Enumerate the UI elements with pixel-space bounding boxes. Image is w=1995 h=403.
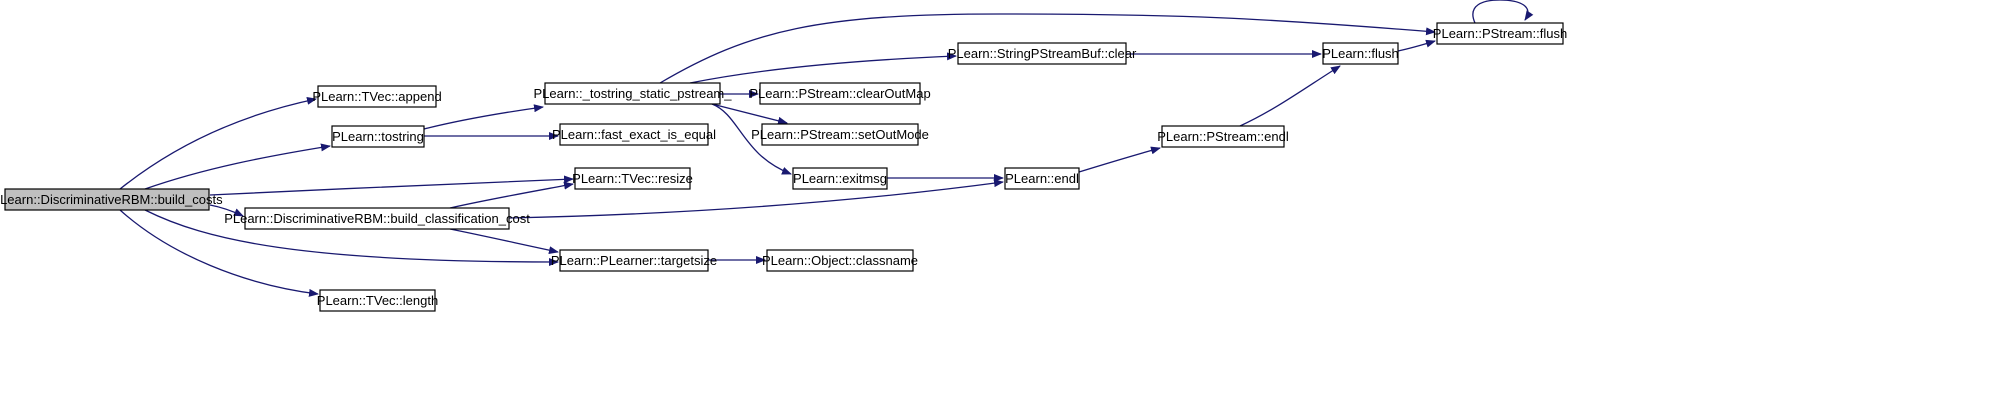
node-label: PLearn::tostring xyxy=(332,129,424,144)
edge-tostring_static_pstream-to-pstream_flush xyxy=(659,13,1436,84)
node-label: PLearn::PStream::flush xyxy=(1433,26,1567,41)
node-box xyxy=(317,85,437,108)
node-pstream_endl[interactable]: PLearn::PStream::endl xyxy=(1157,125,1289,148)
node-box xyxy=(559,123,709,146)
node-label: PLearn::PStream::endl xyxy=(1157,129,1289,144)
node-pstream_flush[interactable]: PLearn::PStream::flush xyxy=(1433,22,1567,45)
edge-endl-to-pstream_endl xyxy=(1078,146,1161,173)
node-label: PLearn::DiscriminativeRBM::build_costs xyxy=(0,192,223,207)
node-box xyxy=(544,82,721,105)
node-sps_clear[interactable]: PLearn::StringPStreamBuf::clear xyxy=(948,42,1137,65)
node-box xyxy=(761,123,919,146)
node-label: PLearn::DiscriminativeRBM::build_classif… xyxy=(224,211,530,226)
node-label: PLearn::PLearner::targetsize xyxy=(551,253,717,268)
node-flush[interactable]: PLearn::flush xyxy=(1322,42,1399,65)
node-label: PLearn::Object::classname xyxy=(762,253,918,268)
node-label: PLearn::fast_exact_is_equal xyxy=(552,127,716,142)
node-box xyxy=(957,42,1127,65)
node-box xyxy=(244,207,510,230)
node-box xyxy=(4,188,210,211)
edge-build_costs-to-length xyxy=(119,209,319,297)
node-append[interactable]: PLearn::TVec::append xyxy=(312,85,442,108)
edge-pstream_flush-to-pstream_flush xyxy=(1472,0,1534,24)
node-label: PLearn::StringPStreamBuf::clear xyxy=(948,46,1137,61)
node-tostring[interactable]: PLearn::tostring xyxy=(331,125,425,148)
node-label: PLearn::PStream::setOutMode xyxy=(751,127,929,142)
edge-build_costs-to-targetsize xyxy=(144,209,559,266)
edge-build_costs-to-tostring xyxy=(144,143,331,190)
node-build_classification_cost[interactable]: PLearn::DiscriminativeRBM::build_classif… xyxy=(224,207,530,230)
edge-tostring_static_pstream-to-setOutMode xyxy=(711,103,788,125)
node-label: PLearn::PStream::clearOutMap xyxy=(749,86,930,101)
edge-build_classification_cost-to-endl xyxy=(508,179,1004,219)
node-classname[interactable]: PLearn::Object::classname xyxy=(762,249,918,272)
edge-build_costs-to-append xyxy=(119,96,317,190)
edge-build_costs-to-build_classification_cost xyxy=(209,204,244,217)
edge-pstream_endl-to-flush xyxy=(1239,65,1341,127)
nodes-layer: PLearn::DiscriminativeRBM::build_costsPL… xyxy=(0,22,1567,312)
node-exitmsg[interactable]: PLearn::exitmsg xyxy=(792,167,888,190)
node-resize[interactable]: PLearn::TVec::resize xyxy=(572,167,693,190)
node-fast_exact_is_equal[interactable]: PLearn::fast_exact_is_equal xyxy=(552,123,716,146)
node-box xyxy=(759,82,921,105)
node-endl[interactable]: PLearn::endl xyxy=(1004,167,1080,190)
node-box xyxy=(1004,167,1080,190)
node-box xyxy=(1436,22,1564,45)
node-label: PLearn::_tostring_static_pstream_ xyxy=(534,86,733,101)
edge-flush-to-pstream_flush xyxy=(1397,39,1436,52)
node-box xyxy=(574,167,691,190)
node-label: PLearn::TVec::length xyxy=(317,293,438,308)
edge-build_costs-to-resize xyxy=(209,175,574,196)
node-tostring_static_pstream[interactable]: PLearn::_tostring_static_pstream_ xyxy=(534,82,733,105)
node-box xyxy=(1322,42,1399,65)
node-label: PLearn::TVec::resize xyxy=(572,171,693,186)
node-targetsize[interactable]: PLearn::PLearner::targetsize xyxy=(551,249,717,272)
edge-tostring-to-tostring_static_pstream xyxy=(423,104,544,130)
node-build_costs[interactable]: PLearn::DiscriminativeRBM::build_costs xyxy=(0,188,223,211)
node-label: PLearn::exitmsg xyxy=(793,171,887,186)
node-setOutMode[interactable]: PLearn::PStream::setOutMode xyxy=(751,123,929,146)
node-label: PLearn::endl xyxy=(1005,171,1079,186)
node-length[interactable]: PLearn::TVec::length xyxy=(317,289,438,312)
edge-build_classification_cost-to-targetsize xyxy=(449,228,559,255)
node-box xyxy=(792,167,888,190)
node-label: PLearn::TVec::append xyxy=(312,89,441,104)
node-box xyxy=(331,125,425,148)
edge-tostring_static_pstream-to-exitmsg xyxy=(711,103,792,175)
node-clearOutMap[interactable]: PLearn::PStream::clearOutMap xyxy=(749,82,931,105)
node-box xyxy=(559,249,709,272)
node-box xyxy=(766,249,914,272)
edge-build_classification_cost-to-resize xyxy=(449,181,574,209)
node-label: PLearn::flush xyxy=(1322,46,1399,61)
edge-tostring_static_pstream-to-sps_clear xyxy=(689,52,957,84)
node-box xyxy=(319,289,436,312)
node-box xyxy=(1161,125,1285,148)
edges-layer xyxy=(119,0,1534,297)
